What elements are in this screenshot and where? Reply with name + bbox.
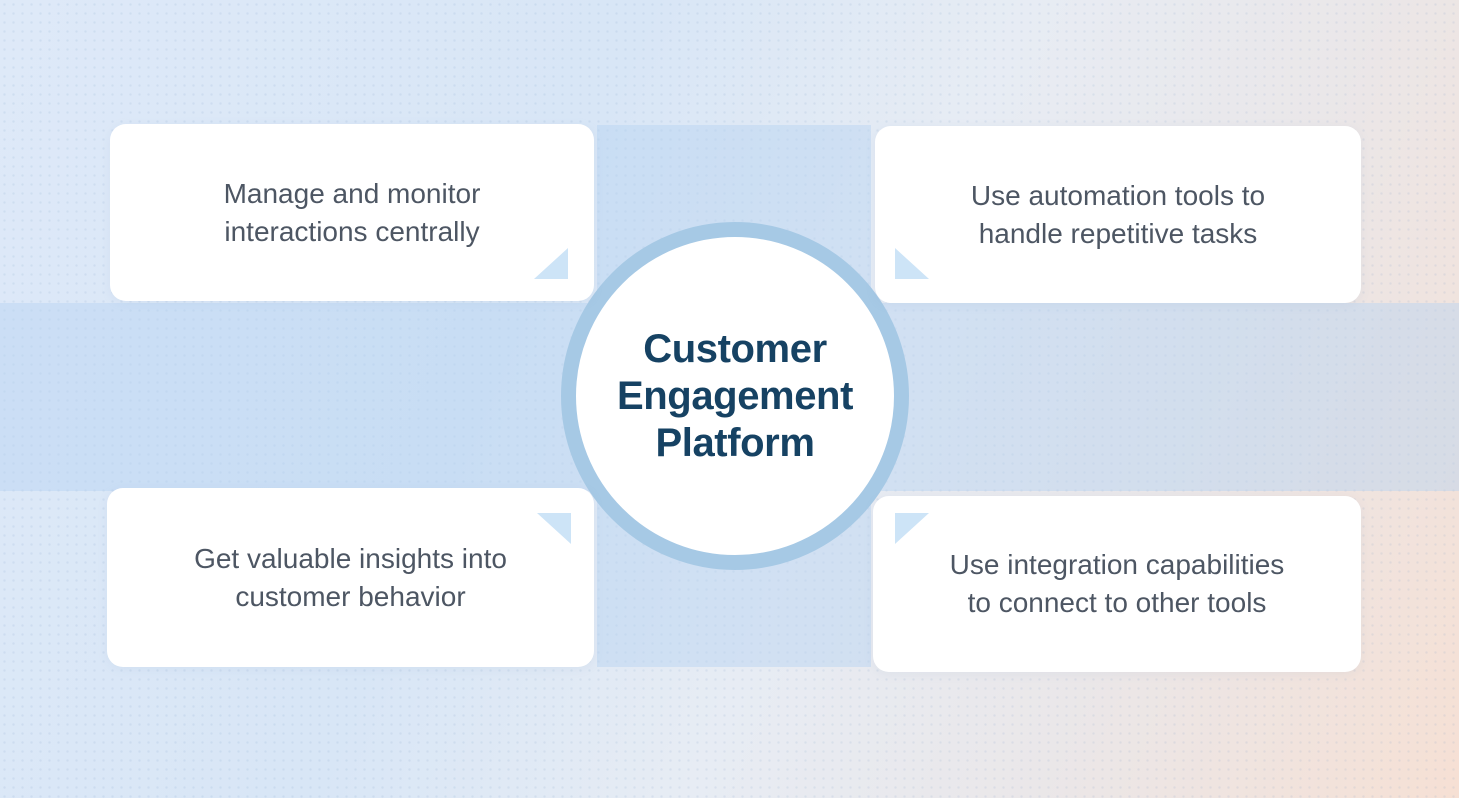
center-title-line: Engagement <box>616 373 854 418</box>
card-text-line: Get valuable insights into <box>194 542 507 574</box>
card-text: Get valuable insights into customer beha… <box>194 540 507 616</box>
center-title-line: Platform <box>655 420 815 465</box>
center-title: Customer Engagement Platform <box>617 326 853 467</box>
card-integration-capabilities: Use integration capabilities to connect … <box>873 496 1361 672</box>
corner-arrow-icon <box>534 248 568 279</box>
card-text-line: customer behavior <box>235 580 466 612</box>
card-text-line: to connect to other tools <box>967 587 1267 618</box>
card-text: Use automation tools to handle repetitiv… <box>971 177 1265 253</box>
card-text-line: Use automation tools to <box>970 179 1266 211</box>
card-text: Manage and monitor interactions centrall… <box>224 175 481 251</box>
card-valuable-insights: Get valuable insights into customer beha… <box>107 488 594 667</box>
corner-arrow-icon <box>895 248 929 279</box>
card-manage-monitor: Manage and monitor interactions centrall… <box>110 124 594 301</box>
corner-arrow-icon <box>895 513 929 544</box>
center-circle: Customer Engagement Platform <box>561 222 909 570</box>
center-title-line: Customer <box>643 326 827 371</box>
card-text-line: interactions centrally <box>224 215 480 247</box>
card-text-line: handle repetitive tasks <box>978 217 1258 249</box>
card-automation-tools: Use automation tools to handle repetitiv… <box>875 126 1361 303</box>
card-text: Use integration capabilities to connect … <box>950 546 1285 622</box>
corner-arrow-icon <box>537 513 571 544</box>
card-text-line: Manage and monitor <box>223 177 481 209</box>
card-text-line: Use integration capabilities <box>949 549 1285 580</box>
